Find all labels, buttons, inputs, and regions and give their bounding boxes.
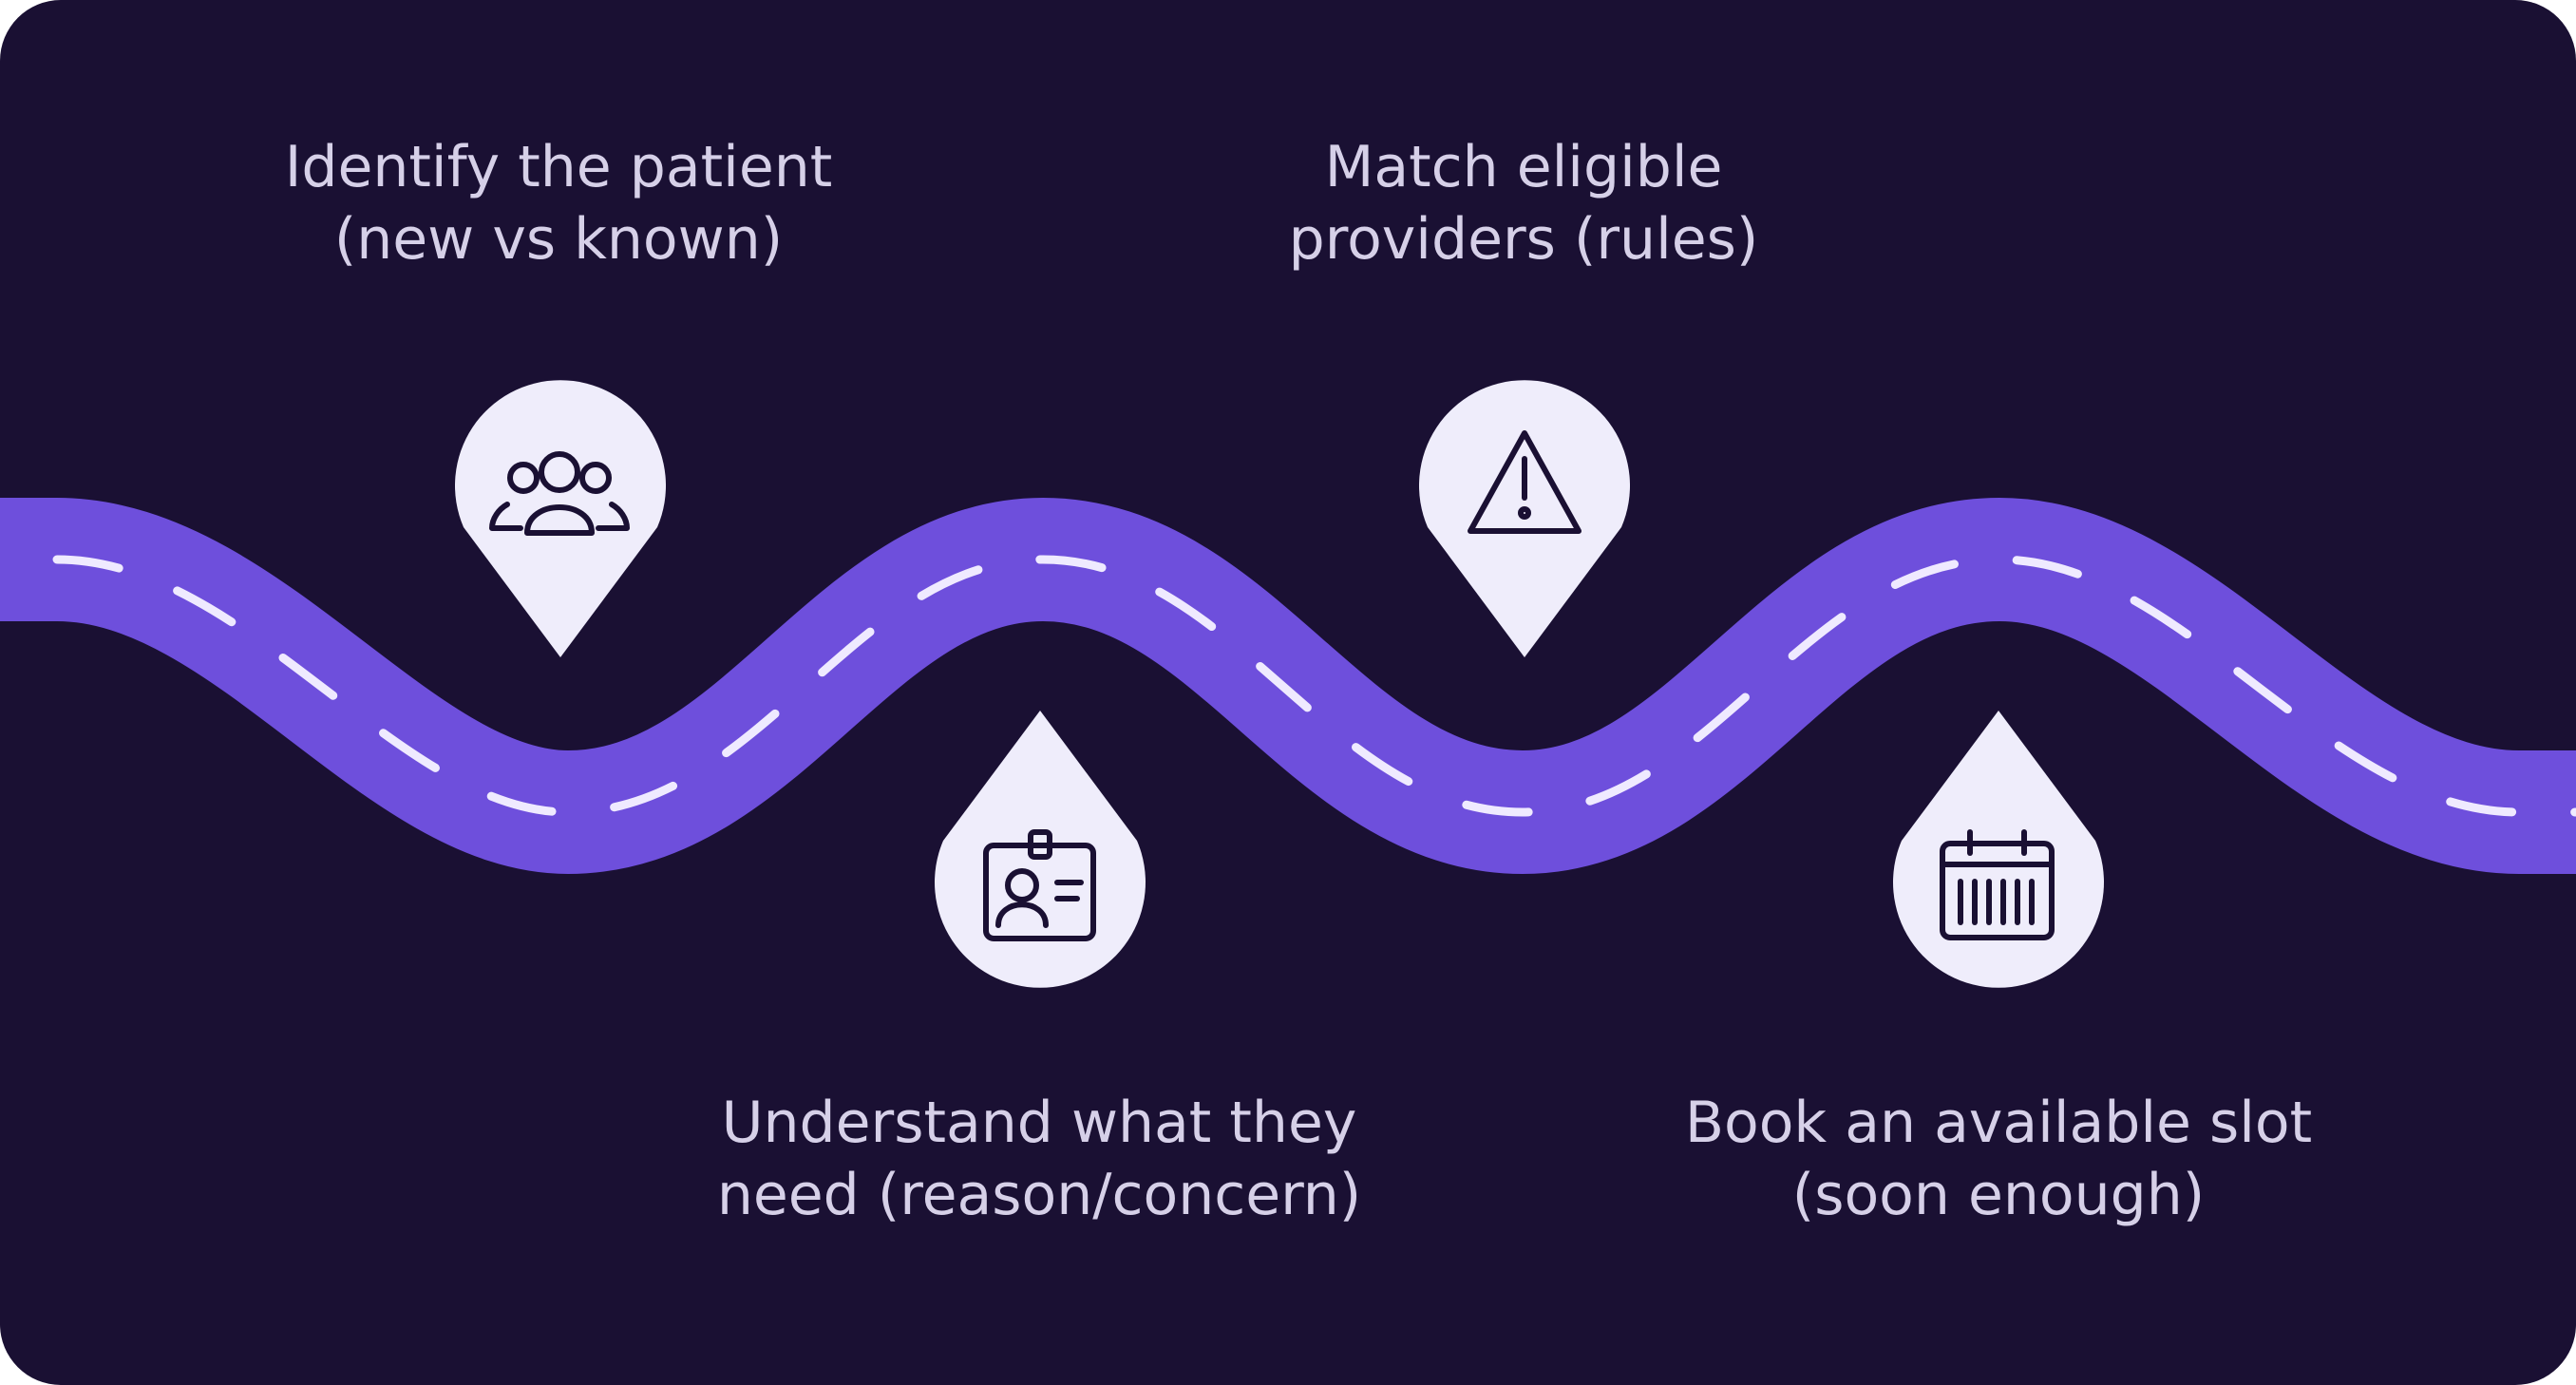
road-centerline <box>0 555 2576 817</box>
step-3-pin <box>1419 380 1631 657</box>
step-4-label: Book an available slot (soon enough) <box>1685 1087 2312 1231</box>
step-3-label: Match eligible providers (rules) <box>1289 131 1759 275</box>
step-1-pin <box>454 380 666 657</box>
step-4-label-line-1: Book an available slot <box>1684 1090 2313 1156</box>
step-3-label-line-2: providers (rules) <box>1288 206 1759 273</box>
pin-marker-4 <box>1893 711 2104 988</box>
step-4-pin <box>1893 711 2104 988</box>
calendar-icon <box>1940 829 2055 940</box>
step-2-label-line-2: need (reason/concern) <box>716 1162 1362 1228</box>
warning-triangle-icon <box>1468 430 1582 534</box>
step-3-label-line-1: Match eligible <box>1324 134 1723 200</box>
pin-marker-1 <box>454 380 666 657</box>
group-users-icon <box>489 451 630 536</box>
step-1-label-line-1: Identify the patient <box>284 134 833 200</box>
step-2-label-line-1: Understand what they <box>721 1090 1357 1156</box>
id-badge-icon <box>983 829 1096 941</box>
step-2-label: Understand what they need (reason/concer… <box>717 1087 1361 1231</box>
pin-marker-2 <box>935 711 1146 988</box>
step-1-label-line-2: (new vs known) <box>333 206 784 273</box>
step-1-label: Identify the patient (new vs known) <box>285 131 833 275</box>
step-2-pin <box>935 711 1146 988</box>
step-4-label-line-2: (soon enough) <box>1791 1162 2206 1228</box>
